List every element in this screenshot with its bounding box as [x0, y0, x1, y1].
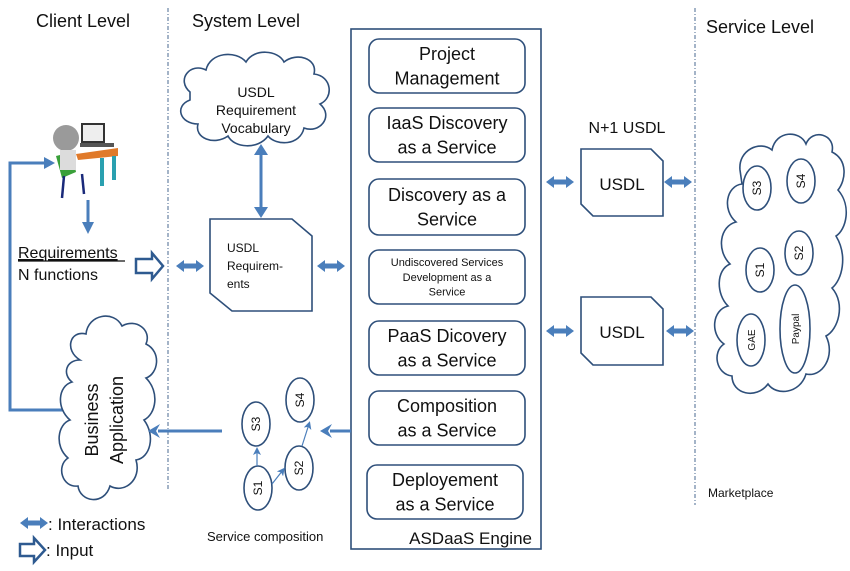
usdl-req-line-2: Requirem-	[227, 259, 283, 273]
engine-module: IaaS Discovery as a Service	[368, 107, 526, 163]
n-plus-one-usdl-label: N+1 USDL	[589, 120, 666, 137]
engine-module-label: Project	[419, 44, 475, 64]
composition-node-s3	[241, 401, 271, 447]
user-at-computer-icon	[53, 123, 118, 199]
feedback-loop-line	[8, 161, 68, 412]
engine-module-box	[368, 390, 526, 446]
legend-interactions-label: : Interactions	[48, 515, 145, 534]
interaction-arrow-client-system	[176, 260, 204, 272]
edge-s1-s2	[271, 467, 285, 485]
engine-module-box	[368, 320, 526, 376]
vocabulary-line-2: Requirement	[216, 102, 296, 118]
usdl-doc-2-label: USDL	[599, 323, 644, 342]
composition-label-s1: S1	[251, 480, 265, 495]
vocabulary-cloud: USDL Requirement Vocabulary	[179, 51, 330, 147]
engine-module-box	[368, 178, 526, 236]
engine-module-label: IaaS Discovery	[386, 113, 507, 133]
engine-module-box	[366, 464, 524, 520]
engine-module-label: Composition	[397, 396, 497, 416]
engine-module-box	[368, 38, 526, 94]
engine-module: Deployement as a Service	[366, 464, 524, 520]
engine-title: ASDaaS Engine	[409, 529, 532, 548]
engine-module-label: Deployement	[392, 470, 498, 490]
market-label-s2: S2	[792, 245, 806, 260]
engine-module-label: as a Service	[397, 350, 496, 370]
marketplace-cloud: S3 S4 S1 S2 GAE Paypal	[713, 133, 847, 395]
legend-input-icon	[18, 534, 47, 566]
interaction-arrow-usdl2-market	[666, 325, 694, 337]
usdl-req-line-1: USDL	[227, 241, 259, 255]
market-label-gae: GAE	[747, 329, 758, 350]
market-label-s3: S3	[750, 180, 764, 195]
engine-module-label: as a Service	[397, 137, 496, 157]
business-app-line-1: Business	[82, 383, 102, 456]
engine-module-box	[368, 107, 526, 163]
engine-module: Discovery as a Service	[368, 178, 526, 236]
market-node-s3	[742, 165, 772, 211]
user-to-requirements-arrowhead	[82, 222, 94, 234]
engine-to-composition-arrowhead	[320, 424, 332, 438]
engine-module-label: Discovery as a	[388, 185, 507, 205]
interaction-arrow-engine-usdl1	[546, 176, 574, 188]
edge-s2-s4	[301, 421, 312, 447]
engine-module-label: Management	[394, 68, 499, 88]
requirements-title: Requirements	[18, 245, 118, 262]
engine-module-label: Undiscovered Services	[391, 257, 504, 269]
service-level-heading: Service Level	[706, 17, 814, 37]
composition-to-app-arrowhead	[148, 424, 160, 438]
usdl-req-line-3: ents	[227, 277, 250, 291]
composition-node-s1	[243, 465, 273, 511]
market-label-paypal: Paypal	[791, 314, 802, 345]
usdl-requirements-doc: USDL Requirem- ents	[209, 218, 313, 312]
input-arrow	[134, 249, 165, 283]
engine-module: PaaS Dicovery as a Service	[368, 320, 526, 376]
interaction-arrow-req-engine	[317, 260, 345, 272]
vocabulary-requirements-arrow	[254, 144, 268, 218]
usdl-doc-2: USDL	[580, 296, 664, 366]
market-node-s2	[784, 230, 814, 276]
vocabulary-line-1: USDL	[237, 84, 275, 100]
engine-module: Composition as a Service	[368, 390, 526, 446]
composition-label-s2: S2	[292, 460, 306, 475]
client-level-heading: Client Level	[36, 11, 130, 31]
market-node-gae	[736, 313, 766, 367]
engine-module-box	[368, 249, 526, 305]
marketplace-label: Marketplace	[708, 486, 774, 500]
engine-module-label: as a Service	[397, 420, 496, 440]
business-application-cloud: Business Application	[58, 315, 158, 501]
engine-module-label: Service	[429, 287, 466, 299]
cloud-outline	[179, 51, 330, 147]
legend: : Interactions : Input	[18, 515, 145, 566]
composition-node-s2	[284, 445, 314, 491]
engine-module-label: Development as a	[403, 272, 493, 284]
market-node-s1	[745, 247, 775, 293]
composition-label-s4: S4	[293, 392, 307, 407]
requirements-subtitle: N functions	[18, 267, 98, 284]
feedback-loop-arrowhead	[44, 157, 55, 169]
service-composition-graph: S3 S4 S1 S2	[241, 377, 315, 511]
vocabulary-line-3: Vocabulary	[221, 120, 290, 136]
service-composition-label: Service composition	[207, 529, 323, 544]
legend-interactions-icon	[20, 517, 48, 529]
interaction-arrow-usdl1-market	[664, 176, 692, 188]
interaction-arrow-engine-usdl2	[546, 325, 574, 337]
usdl-doc-1: USDL	[580, 148, 664, 217]
legend-input-label: : Input	[46, 541, 94, 560]
composition-node-s4	[285, 377, 315, 423]
market-node-s4	[786, 158, 816, 204]
engine-module-label: as a Service	[395, 494, 494, 514]
business-app-line-2: Application	[107, 376, 127, 464]
composition-label-s3: S3	[249, 416, 263, 431]
market-label-s1: S1	[753, 262, 767, 277]
market-node-paypal	[779, 284, 811, 374]
engine-module-label: PaaS Dicovery	[387, 326, 506, 346]
system-level-heading: System Level	[192, 11, 300, 31]
market-label-s4: S4	[794, 173, 808, 188]
usdl-doc-1-label: USDL	[599, 175, 644, 194]
engine-module-label: Service	[417, 209, 477, 229]
